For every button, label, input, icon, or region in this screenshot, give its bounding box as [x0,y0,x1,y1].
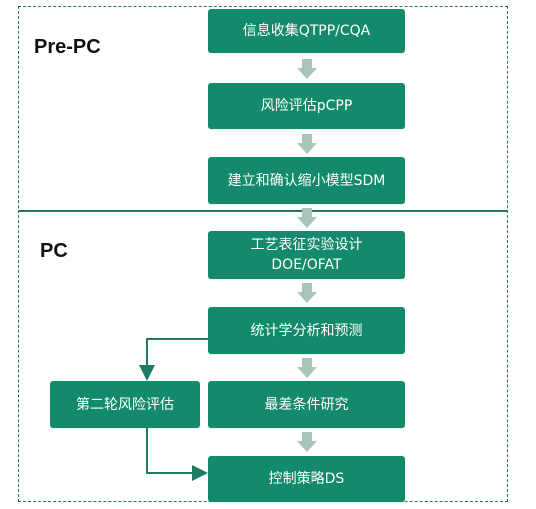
phase-label-pc: PC [40,240,68,262]
step-statistical-analysis-label: 统计学分析和预测 [250,322,363,339]
step-doe-design-line2: DOE/OFAT [271,257,342,273]
flow-arrow-5 [297,358,317,378]
flow-arrow-6 [297,432,317,452]
flow-arrow-4 [297,283,317,303]
step-risk-assessment: 风险评估pCPP [208,83,405,129]
flow-arrow-2 [297,134,317,154]
step-worst-case-study-label: 最差条件研究 [264,396,349,413]
step-info-collection: 信息收集QTPP/CQA [208,9,405,53]
connector-second-risk-to-control [146,428,208,481]
flow-arrow-1 [297,59,317,79]
step-second-risk-assessment-label: 第二轮风险评估 [76,396,174,413]
step-doe-design-line1: 工艺表征实验设计 [250,237,363,253]
step-risk-assessment-label: 风险评估pCPP [260,98,353,114]
step-worst-case-study: 最差条件研究 [208,381,405,428]
connector-stats-to-second-risk [139,338,208,381]
step-scale-down-model-label: 建立和确认缩小模型SDM [227,172,386,189]
phase-divider [18,210,508,212]
step-statistical-analysis: 统计学分析和预测 [208,307,405,354]
step-control-strategy-label: 控制策略DS [268,471,345,487]
phase-label-pre-pc: Pre-PC [34,36,101,58]
step-scale-down-model: 建立和确认缩小模型SDM [208,157,405,204]
step-doe-design: 工艺表征实验设计 DOE/OFAT [208,231,405,279]
step-second-risk-assessment: 第二轮风险评估 [50,381,200,428]
step-info-collection-label: 信息收集QTPP/CQA [242,23,371,39]
flow-arrow-3 [297,208,317,228]
step-control-strategy: 控制策略DS [208,456,405,502]
